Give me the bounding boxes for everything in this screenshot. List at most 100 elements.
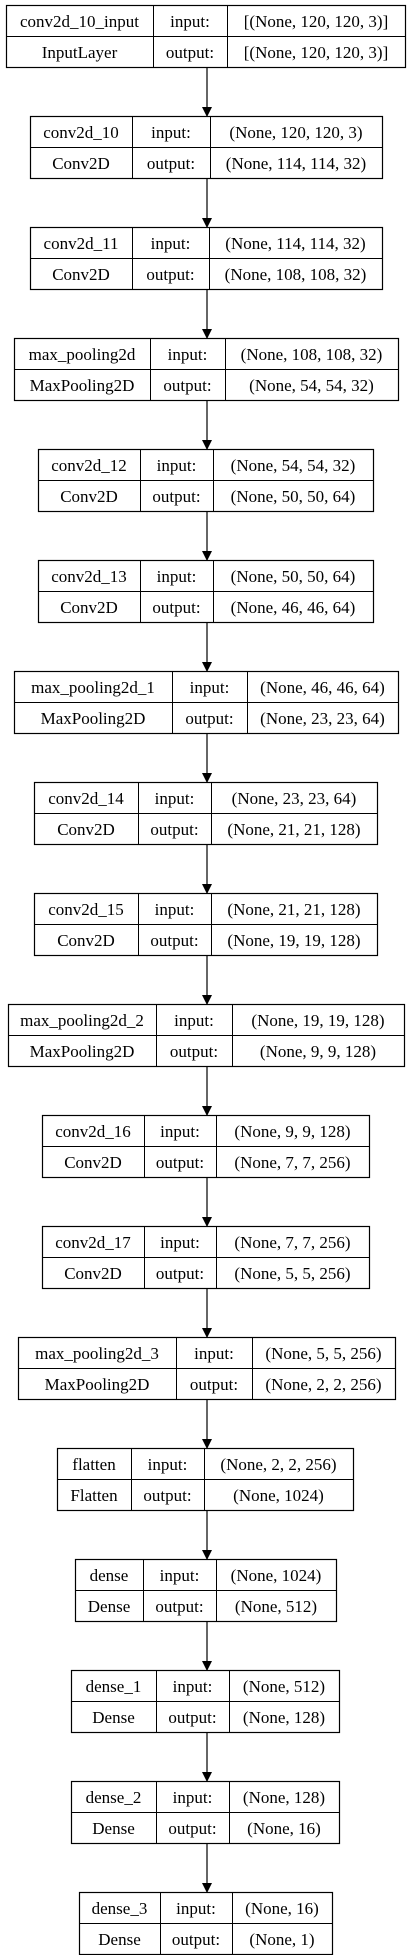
- layer-nodes: conv2d_10_inputInputLayerinput:output:[(…: [5, 4, 407, 1955]
- input-shape: (None, 120, 120, 3): [229, 123, 362, 142]
- layer-name: conv2d_14: [48, 789, 124, 808]
- layer-type: Flatten: [70, 1486, 118, 1505]
- layer-name: max_pooling2d: [29, 345, 136, 364]
- output-shape: [(None, 120, 120, 3)]: [244, 43, 388, 62]
- input-shape: (None, 46, 46, 64): [260, 678, 385, 697]
- output-label: output:: [147, 154, 195, 173]
- output-shape: (None, 512): [235, 1597, 317, 1616]
- layer-type: MaxPooling2D: [30, 376, 135, 395]
- input-label: input:: [194, 1344, 234, 1363]
- output-shape: (None, 1024): [233, 1486, 324, 1505]
- layer-type: Dense: [92, 1708, 134, 1727]
- output-shape: (None, 23, 23, 64): [260, 709, 385, 728]
- output-shape: (None, 5, 5, 256): [234, 1264, 350, 1283]
- output-label: output:: [150, 931, 198, 950]
- input-shape: (None, 512): [243, 1677, 325, 1696]
- output-label: output:: [190, 1375, 238, 1394]
- layer-name: conv2d_13: [51, 567, 127, 586]
- layer-type: Conv2D: [60, 598, 118, 617]
- output-shape: (None, 50, 50, 64): [231, 487, 356, 506]
- input-label: input:: [160, 1233, 200, 1252]
- layer-name: dense: [90, 1566, 129, 1585]
- layer-type: MaxPooling2D: [41, 709, 146, 728]
- input-shape: (None, 128): [243, 1788, 325, 1807]
- layer-node-conv2d-10-input: conv2d_10_inputInputLayerinput:output:[(…: [5, 4, 407, 69]
- layer-type: MaxPooling2D: [30, 1042, 135, 1061]
- input-label: input:: [151, 123, 191, 142]
- layer-type: Conv2D: [52, 265, 110, 284]
- output-label: output:: [163, 376, 211, 395]
- input-shape: (None, 19, 19, 128): [251, 1011, 384, 1030]
- output-shape: (None, 19, 19, 128): [227, 931, 360, 950]
- output-label: output:: [168, 1819, 216, 1838]
- output-label: output:: [185, 709, 233, 728]
- input-label: input:: [173, 1677, 213, 1696]
- input-shape: (None, 7, 7, 256): [234, 1233, 350, 1252]
- layer-name: max_pooling2d_1: [31, 678, 155, 697]
- layer-type: Conv2D: [64, 1153, 122, 1172]
- output-label: output:: [143, 1486, 191, 1505]
- input-label: input:: [151, 234, 191, 253]
- output-label: output:: [150, 820, 198, 839]
- output-label: output:: [172, 1930, 220, 1949]
- input-shape: (None, 16): [245, 1899, 319, 1918]
- layer-name: max_pooling2d_3: [35, 1344, 159, 1363]
- output-shape: (None, 21, 21, 128): [227, 820, 360, 839]
- layer-name: max_pooling2d_2: [20, 1011, 144, 1030]
- input-label: input:: [155, 789, 195, 808]
- layer-name: conv2d_12: [51, 456, 127, 475]
- layer-type: Dense: [88, 1597, 130, 1616]
- output-shape: (None, 54, 54, 32): [249, 376, 374, 395]
- output-label: output:: [170, 1042, 218, 1061]
- layer-type: MaxPooling2D: [45, 1375, 150, 1394]
- layer-name: dense_3: [92, 1899, 148, 1918]
- output-label: output:: [155, 1597, 203, 1616]
- output-shape: (None, 108, 108, 32): [225, 265, 367, 284]
- input-label: input:: [160, 1122, 200, 1141]
- input-shape: (None, 1024): [231, 1566, 322, 1585]
- layer-name: flatten: [72, 1455, 116, 1474]
- input-shape: (None, 114, 114, 32): [225, 234, 365, 253]
- input-shape: [(None, 120, 120, 3)]: [244, 12, 388, 31]
- layer-type: Dense: [92, 1819, 134, 1838]
- layer-name: conv2d_10_input: [20, 12, 139, 31]
- output-shape: (None, 46, 46, 64): [231, 598, 356, 617]
- layer-type: Conv2D: [64, 1264, 122, 1283]
- layer-name: conv2d_11: [44, 234, 119, 253]
- input-label: input:: [190, 678, 230, 697]
- input-label: input:: [168, 345, 208, 364]
- input-label: input:: [157, 456, 197, 475]
- output-label: output:: [156, 1153, 204, 1172]
- layer-name: conv2d_10: [43, 123, 119, 142]
- output-shape: (None, 1): [249, 1930, 314, 1949]
- layer-name: conv2d_15: [48, 900, 124, 919]
- output-shape: (None, 9, 9, 128): [260, 1042, 376, 1061]
- output-label: output:: [152, 487, 200, 506]
- input-label: input:: [160, 1566, 200, 1585]
- output-shape: (None, 2, 2, 256): [265, 1375, 381, 1394]
- layer-type: Conv2D: [57, 931, 115, 950]
- input-shape: (None, 2, 2, 256): [220, 1455, 336, 1474]
- input-label: input:: [173, 1788, 213, 1807]
- output-shape: (None, 16): [247, 1819, 321, 1838]
- input-shape: (None, 108, 108, 32): [241, 345, 383, 364]
- input-label: input:: [174, 1011, 214, 1030]
- input-label: input:: [148, 1455, 188, 1474]
- output-label: output:: [152, 598, 200, 617]
- output-label: output:: [146, 265, 194, 284]
- output-shape: (None, 114, 114, 32): [226, 154, 366, 173]
- output-label: output:: [156, 1264, 204, 1283]
